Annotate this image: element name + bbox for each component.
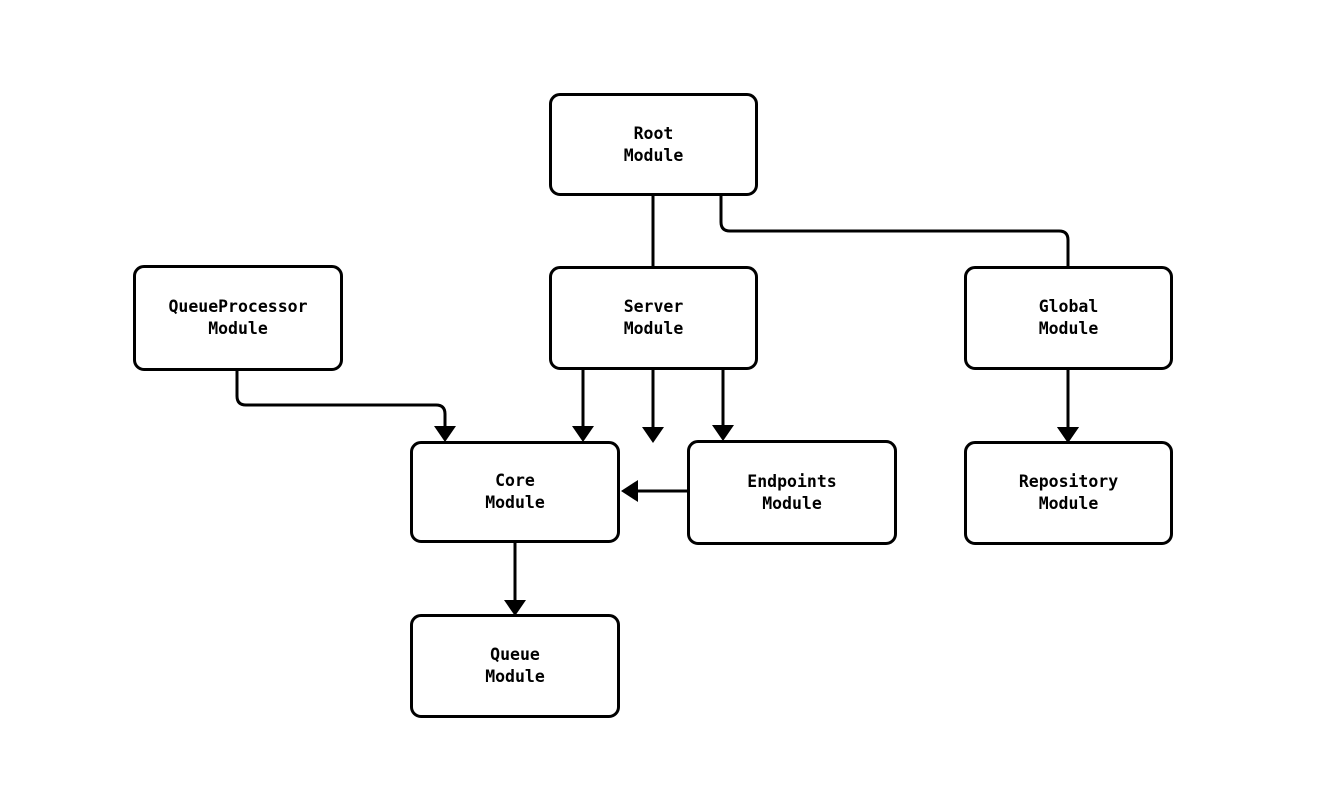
node-endpoints-module[interactable]: Endpoints Module bbox=[687, 440, 897, 545]
node-repository-module[interactable]: Repository Module bbox=[964, 441, 1173, 545]
edge-queueprocessor-core bbox=[235, 371, 456, 442]
edge-server-endpoints bbox=[712, 370, 734, 441]
edge-server-core bbox=[572, 370, 594, 442]
node-queueprocessor-module[interactable]: QueueProcessor Module bbox=[133, 265, 343, 371]
node-core-module-label: Core Module bbox=[485, 471, 545, 512]
node-global-module-label: Global Module bbox=[1038, 297, 1099, 338]
node-server-module[interactable]: Server Module bbox=[549, 266, 758, 370]
node-queue-module[interactable]: Queue Module bbox=[410, 614, 620, 718]
node-root-module-label: Root Module bbox=[623, 123, 684, 165]
edge-global-repository bbox=[1057, 370, 1079, 443]
node-root-module[interactable]: Root Module bbox=[549, 93, 758, 196]
edge-core-queue bbox=[504, 543, 526, 616]
node-queue-module-label: Queue Module bbox=[485, 645, 545, 686]
node-endpoints-module-label: Endpoints Module bbox=[747, 471, 837, 513]
node-global-module[interactable]: Global Module bbox=[964, 266, 1173, 370]
node-queueprocessor-module-label: QueueProcessor Module bbox=[168, 297, 308, 338]
node-repository-module-label: Repository Module bbox=[1018, 472, 1119, 513]
edge-endpoints-core bbox=[621, 480, 687, 502]
node-core-module[interactable]: Core Module bbox=[410, 441, 620, 543]
node-server-module-label: Server Module bbox=[623, 297, 684, 338]
